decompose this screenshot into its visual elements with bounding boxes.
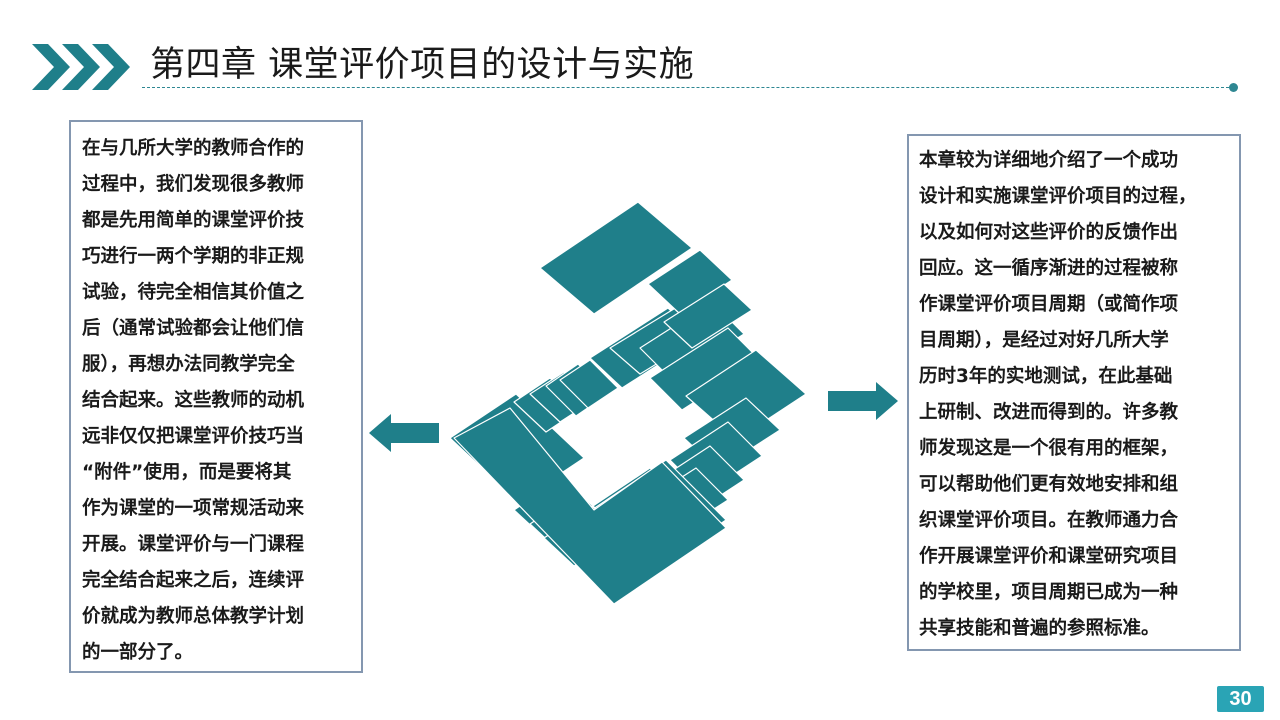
title-divider-dot — [1229, 83, 1238, 92]
left-text-line: 试验，待完全相信其价值之 — [82, 282, 305, 303]
left-text-line: 结合起来。这些教师的动机 — [82, 390, 305, 411]
page-title: 第四章 课堂评价项目的设计与实施 — [150, 45, 695, 85]
left-text-line: 作为课堂的一项常规活动来 — [82, 498, 305, 519]
right-text-line: 共享技能和普遍的参照标准。 — [919, 618, 1160, 639]
left-text-line: “附件”使用，而是要将其 — [82, 462, 292, 483]
left-text-line: 服），再想办法同教学完全 — [82, 354, 295, 375]
left-text-line: 在与几所大学的教师合作的 — [82, 138, 305, 159]
right-text-line: 历时3年的实地测试，在此基础 — [919, 366, 1173, 387]
right-text-line: 上研制、改进而得到的。许多教 — [919, 402, 1179, 423]
right-text-line: 织课堂评价项目。在教师通力合 — [919, 510, 1179, 531]
left-text-line: 过程中，我们发现很多教师 — [82, 174, 305, 195]
chevrons-icon — [32, 44, 130, 90]
right-text-line: 可以帮助他们更有效地安排和组 — [919, 474, 1179, 495]
title-divider — [142, 87, 1234, 88]
page-number-badge: 30 — [1217, 686, 1264, 712]
arrow-right-icon — [828, 382, 898, 420]
right-text-line: 以及如何对这些评价的反馈作出 — [919, 222, 1179, 243]
right-text-box: 本章较为详细地介绍了一个成功 设计和实施课堂评价项目的过程， 以及如何对这些评价… — [907, 134, 1241, 651]
left-text-line: 价就成为教师总体教学计划 — [82, 606, 305, 627]
right-text-line: 设计和实施课堂评价项目的过程， — [919, 186, 1197, 207]
right-text-line: 师发现这是一个很有用的框架， — [919, 438, 1179, 459]
arrow-left-icon — [369, 414, 439, 452]
left-text-box: 在与几所大学的教师合作的 过程中，我们发现很多教师 都是先用简单的课堂评价技 巧… — [69, 120, 363, 673]
left-text-line: 巧进行一两个学期的非正规 — [82, 246, 305, 267]
right-text-line: 本章较为详细地介绍了一个成功 — [919, 150, 1179, 171]
right-text-line: 回应。这一循序渐进的过程被称 — [919, 258, 1179, 279]
right-text-line: 作课堂评价项目周期（或简作项 — [919, 294, 1179, 315]
left-text-line: 远非仅仅把课堂评价技巧当 — [82, 426, 305, 447]
left-text-line: 的一部分了。 — [82, 642, 194, 663]
right-text-line: 目周期），是经过对好几所大学 — [919, 330, 1169, 351]
cycle-steps-graphic — [450, 201, 807, 605]
left-text-line: 完全结合起来之后，连续评 — [82, 570, 305, 591]
left-text-line: 后（通常试验都会让他们信 — [82, 318, 305, 339]
left-text-line: 都是先用简单的课堂评价技 — [82, 210, 305, 231]
right-text-line: 的学校里，项目周期已成为一种 — [919, 582, 1179, 603]
right-text-line: 作开展课堂评价和课堂研究项目 — [919, 546, 1179, 567]
left-text-line: 开展。课堂评价与一门课程 — [82, 534, 305, 555]
